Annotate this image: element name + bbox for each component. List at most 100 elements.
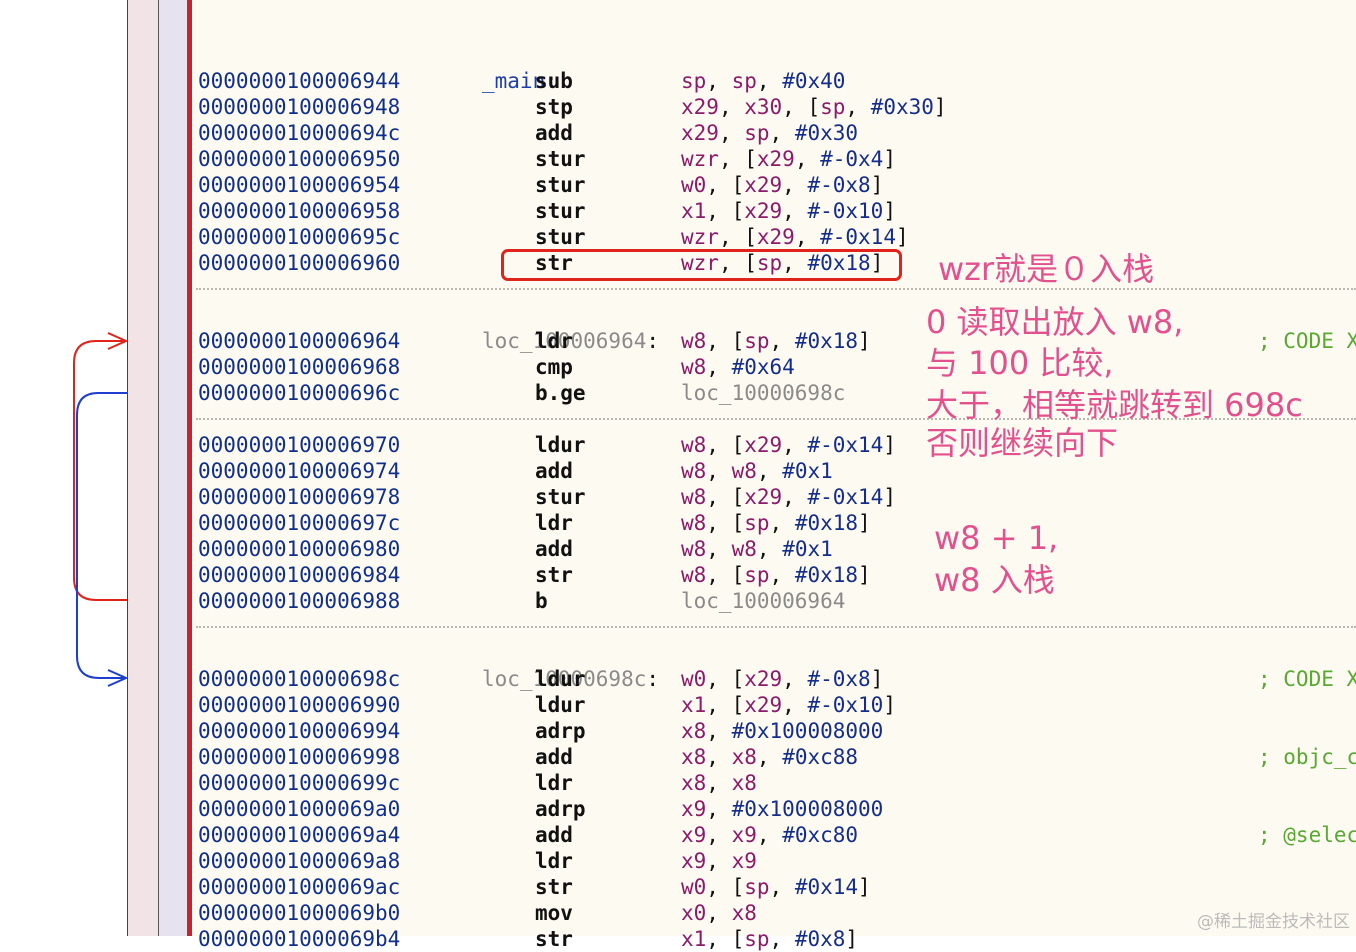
instruction-address[interactable]: 0000000100006974	[198, 459, 401, 483]
label-main[interactable]: _main:	[198, 42, 1356, 93]
instruction-mnemonic[interactable]: str	[535, 875, 573, 899]
instruction-operands[interactable]: w8, [x29, #-0x14]	[681, 484, 896, 510]
instruction-comment[interactable]: ; CODE X	[1258, 329, 1356, 353]
exit-label[interactable]: loc_10000698c	[482, 667, 647, 691]
operand-token[interactable]: x29	[744, 693, 783, 717]
instruction-mnemonic[interactable]: mov	[535, 901, 573, 925]
instruction-mnemonic[interactable]: ldur	[535, 693, 586, 717]
instruction-operands[interactable]: x1, [sp, #0x8]	[681, 926, 858, 952]
instruction-address[interactable]: 0000000100006984	[198, 563, 401, 587]
operand-token[interactable]: x9	[731, 849, 757, 873]
instruction-operands[interactable]: w0, [x29, #-0x8]	[681, 666, 883, 692]
instruction-comment[interactable]: ; CODE X	[1258, 667, 1356, 691]
instruction-operands[interactable]: x8, x8, #0xc88	[681, 744, 858, 770]
instruction-operands[interactable]: w8, #0x64	[681, 354, 795, 380]
operand-token[interactable]: w8	[731, 459, 757, 483]
instruction-mnemonic[interactable]: b	[535, 589, 548, 613]
instruction-comment[interactable]: ; @selec	[1258, 823, 1356, 847]
instruction-operands[interactable]: x1, [x29, #-0x10]	[681, 692, 896, 718]
operand-token[interactable]: x8	[731, 745, 757, 769]
instruction-address[interactable]: 00000001000069b4	[198, 927, 401, 951]
operand-token[interactable]: x1	[681, 693, 707, 717]
instruction-mnemonic[interactable]: str	[535, 563, 573, 587]
instruction-address[interactable]: 0000000100006958	[198, 199, 401, 223]
instruction-operands[interactable]: w8, [sp, #0x18]	[681, 510, 871, 536]
instruction-operands[interactable]: wzr, [sp, #0x18]	[681, 250, 883, 276]
instruction-operands[interactable]: w8, [sp, #0x18]	[681, 562, 871, 588]
operand-token[interactable]: x29	[744, 199, 783, 223]
operand-token[interactable]: w8	[681, 329, 707, 353]
operand-token[interactable]: sp	[744, 563, 770, 587]
operand-token[interactable]: w8	[681, 433, 707, 457]
operand-token[interactable]: sp	[744, 121, 770, 145]
instruction-operands[interactable]: wzr, [x29, #-0x4]	[681, 146, 896, 172]
operand-token[interactable]: x9	[681, 797, 707, 821]
disassembly-pane[interactable]: _main: loc_100006964: loc_10000698c: 000…	[192, 0, 1356, 951]
instruction-mnemonic[interactable]: ldr	[535, 329, 573, 353]
instruction-address[interactable]: 0000000100006950	[198, 147, 401, 171]
operand-token[interactable]: sp	[731, 69, 757, 93]
instruction-operands[interactable]: loc_10000698c	[681, 380, 845, 406]
instruction-operands[interactable]: x1, [x29, #-0x10]	[681, 198, 896, 224]
instruction-mnemonic[interactable]: add	[535, 459, 573, 483]
operand-token[interactable]: x29	[756, 225, 795, 249]
instruction-address[interactable]: 000000010000699c	[198, 771, 401, 795]
operand-token[interactable]: w8	[731, 537, 757, 561]
branch-target-link[interactable]: loc_10000698c	[681, 381, 846, 405]
instruction-mnemonic[interactable]: add	[535, 745, 573, 769]
instruction-mnemonic[interactable]: stp	[535, 95, 573, 119]
instruction-address[interactable]: 0000000100006960	[198, 251, 401, 275]
instruction-row[interactable]: 0000000100006998 add x8, x8, #0xc88 ; objc_…	[198, 744, 1356, 770]
instruction-row[interactable]: 0000000100006984 str w8, [sp, #0x18]	[198, 562, 1356, 588]
instruction-row[interactable]: 00000001000069b0 mov x0, x8	[198, 900, 1356, 926]
operand-token[interactable]: sp	[744, 511, 770, 535]
operand-token[interactable]: x8	[681, 771, 707, 795]
operand-token[interactable]: wzr	[681, 251, 719, 275]
instruction-address[interactable]: 0000000100006978	[198, 485, 401, 509]
instruction-row[interactable]: 0000000100006964 ldr w8, [sp, #0x18] ; CODE…	[198, 328, 1356, 354]
instruction-operands[interactable]: w8, w8, #0x1	[681, 536, 833, 562]
instruction-operands[interactable]: w8, [sp, #0x18]	[681, 328, 871, 354]
operand-token[interactable]: x29	[744, 173, 783, 197]
instruction-address[interactable]: 0000000100006998	[198, 745, 401, 769]
operand-token[interactable]: x30	[744, 95, 783, 119]
instruction-address[interactable]: 0000000100006988	[198, 589, 401, 613]
instruction-operands[interactable]: x0, x8	[681, 900, 757, 926]
operand-token[interactable]: w8	[681, 355, 707, 379]
instruction-address[interactable]: 00000001000069a0	[198, 797, 401, 821]
operand-token[interactable]: x29	[744, 485, 783, 509]
instruction-operands[interactable]: w0, [sp, #0x14]	[681, 874, 871, 900]
instruction-address[interactable]: 0000000100006968	[198, 355, 401, 379]
operand-token[interactable]: x9	[681, 849, 707, 873]
operand-token[interactable]: x1	[681, 927, 707, 951]
instruction-address[interactable]: 00000001000069b0	[198, 901, 401, 925]
instruction-address[interactable]: 0000000100006964	[198, 329, 401, 353]
operand-token[interactable]: w8	[681, 537, 707, 561]
operand-token[interactable]: w8	[681, 511, 707, 535]
instruction-mnemonic[interactable]: ldr	[535, 511, 573, 535]
instruction-address[interactable]: 00000001000069a8	[198, 849, 401, 873]
operand-token[interactable]: x29	[756, 147, 795, 171]
operand-token[interactable]: w8	[681, 485, 707, 509]
loop-label[interactable]: loc_100006964	[482, 329, 647, 353]
instruction-comment[interactable]: ; objc_c	[1258, 745, 1356, 769]
instruction-operands[interactable]: x9, x9, #0xc80	[681, 822, 858, 848]
operand-token[interactable]: w0	[681, 173, 707, 197]
instruction-address[interactable]: 0000000100006994	[198, 719, 401, 743]
instruction-mnemonic[interactable]: stur	[535, 485, 586, 509]
